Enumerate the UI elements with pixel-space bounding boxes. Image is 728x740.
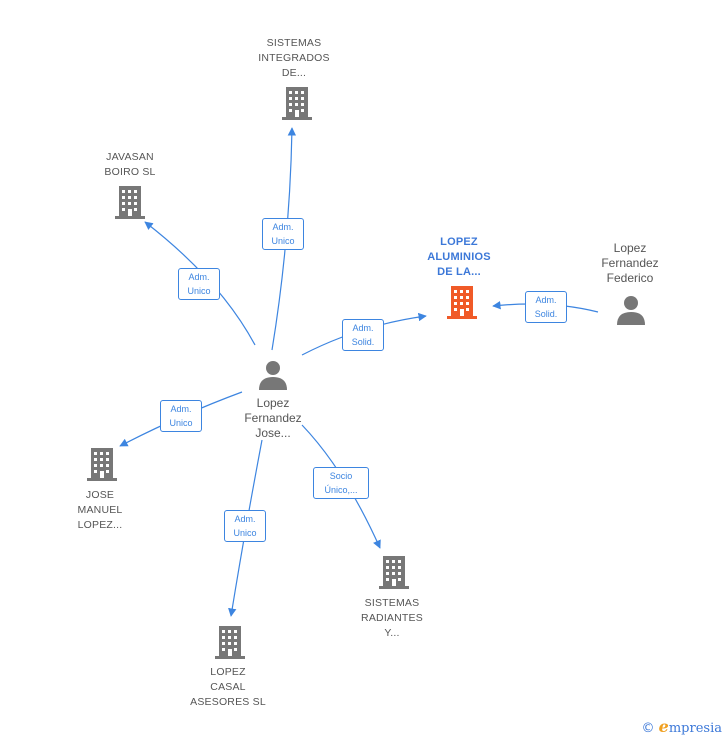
edge-label-to-lopez-aluminios[interactable]: Adm. Solid. — [342, 319, 384, 351]
node-label-sistemas-radiantes[interactable]: SISTEMAS RADIANTES Y... — [361, 597, 423, 639]
node-label-lopez-aluminios[interactable]: LOPEZ ALUMINIOS DE LA... — [427, 236, 491, 278]
brand-footer[interactable]: © empresia — [642, 717, 722, 736]
edge-label-to-javasan[interactable]: Adm. Unico — [178, 268, 220, 300]
copyright-icon: © — [641, 721, 655, 736]
brand-logo-initial: e — [658, 717, 669, 736]
edge-label-to-jose-manuel[interactable]: Adm. Unico — [160, 400, 202, 432]
edge-label-to-sistemas-radiantes[interactable]: Socio Único,... — [313, 467, 369, 499]
building-icon[interactable] — [214, 625, 246, 659]
building-icon[interactable] — [114, 185, 146, 219]
node-label-lopez-casal[interactable]: LOPEZ CASAL ASESORES SL — [190, 666, 266, 708]
building-icon[interactable] — [86, 447, 118, 481]
brand-logo-text: mpresia — [668, 721, 722, 736]
edge-label-to-sistemas-integrados[interactable]: Adm. Unico — [262, 218, 304, 250]
edge-label-to-lopez-casal[interactable]: Adm. Unico — [224, 510, 266, 542]
building-icon[interactable] — [446, 285, 478, 319]
node-label-sistemas-integrados[interactable]: SISTEMAS INTEGRADOS DE... — [258, 37, 330, 79]
building-icon[interactable] — [378, 555, 410, 589]
person-icon[interactable] — [615, 295, 647, 325]
node-label-lopez-jose[interactable]: Lopez Fernandez Jose... — [244, 396, 302, 440]
edge-label-federico-to-aluminios[interactable]: Adm. Solid. — [525, 291, 567, 323]
person-icon[interactable] — [257, 360, 289, 390]
building-icon[interactable] — [281, 86, 313, 120]
node-label-javasan[interactable]: JAVASAN BOIRO SL — [104, 151, 156, 178]
node-label-lopez-federico[interactable]: Lopez Fernandez Federico — [601, 241, 659, 285]
node-label-jose-manuel[interactable]: JOSE MANUEL LOPEZ... — [77, 489, 123, 531]
